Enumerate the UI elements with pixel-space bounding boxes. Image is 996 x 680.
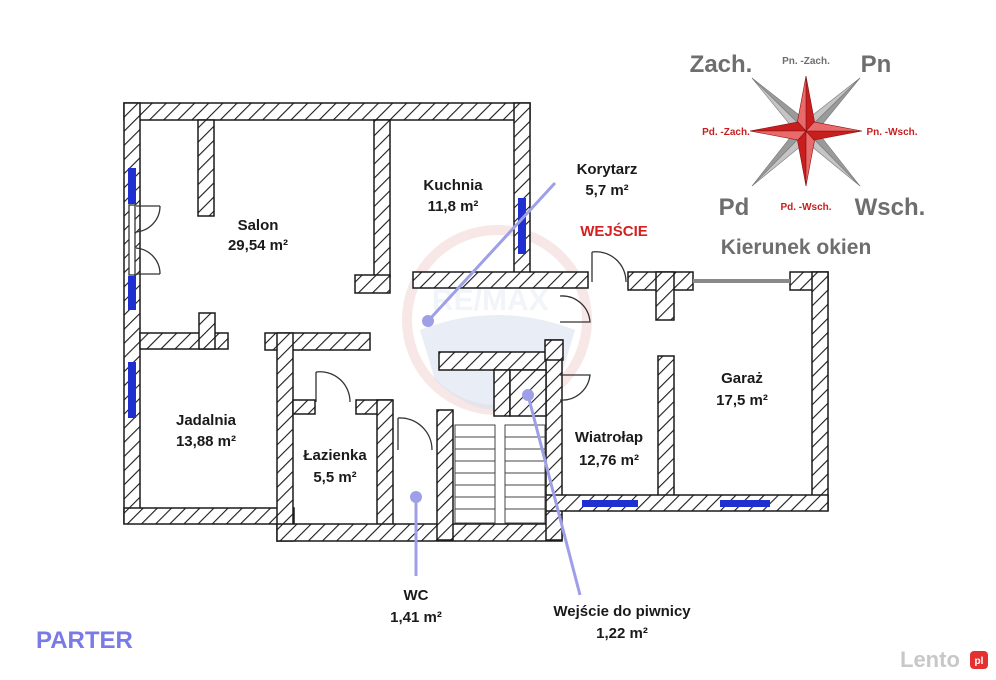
room-piwnica: Wejście do piwnicy 1,22 m²	[553, 603, 691, 642]
room-garaz: Garaż 17,5 m²	[716, 370, 768, 409]
window-jadalnia	[128, 362, 136, 418]
korytarz-name: Korytarz	[577, 161, 638, 178]
garaz-name: Garaż	[721, 370, 763, 387]
wc-area: 1,41 m²	[390, 609, 442, 626]
kuchnia-area: 11,8 m²	[428, 198, 479, 215]
lento-logo: Lento pl	[900, 647, 988, 672]
room-jadalnia: Jadalnia 13,88 m²	[176, 412, 237, 450]
doors	[128, 204, 627, 451]
compass-pd-zach: Pd. -Zach.	[702, 127, 750, 138]
wiatrolap-area: 12,76 m²	[579, 452, 639, 469]
compass-pd-wsch: Pd. -Wsch.	[780, 202, 831, 213]
lento-text: Lento	[900, 647, 960, 672]
jadalnia-area: 13,88 m²	[176, 433, 236, 450]
jadalnia-name: Jadalnia	[176, 412, 237, 429]
floor-label: PARTER	[36, 627, 133, 654]
compass-pd: Pd	[719, 194, 750, 221]
korytarz-area: 5,7 m²	[585, 182, 628, 199]
room-korytarz: Korytarz 5,7 m²	[577, 161, 638, 199]
entrance-label: WEJŚCIE	[580, 222, 648, 240]
watermark-text: RE/MAX	[432, 284, 549, 317]
windows	[128, 168, 770, 507]
room-wc: WC 1,41 m²	[390, 587, 442, 626]
lazienka-name: Łazienka	[303, 447, 367, 464]
lento-badge: pl	[975, 656, 984, 667]
window-salon-top	[128, 168, 136, 204]
garaz-area: 17,5 m²	[716, 392, 768, 409]
stairs	[454, 424, 546, 524]
compass-zach: Zach.	[690, 51, 753, 78]
room-lazienka: Łazienka 5,5 m²	[303, 447, 367, 486]
salon-area: 29,54 m²	[228, 237, 288, 254]
compass-rose: Zach. Pn Pd Wsch. Pn. -Zach. Pd. -Zach. …	[690, 51, 926, 259]
compass-pn-wsch: Pn. -Wsch.	[866, 127, 917, 138]
compass-wsch: Wsch.	[855, 194, 926, 221]
piwnica-name: Wejście do piwnicy	[553, 603, 691, 620]
lazienka-area: 5,5 m²	[313, 469, 356, 486]
window-wiatrolap	[582, 500, 638, 507]
room-wiatrolap: Wiatrołap 12,76 m²	[575, 429, 643, 469]
compass-pn-zach: Pn. -Zach.	[782, 56, 830, 67]
compass-caption: Kierunek okien	[721, 236, 872, 259]
kuchnia-name: Kuchnia	[423, 177, 483, 194]
window-garaz	[720, 500, 770, 507]
window-salon-bottom	[128, 276, 136, 310]
wc-name: WC	[404, 587, 429, 604]
pointer-lines	[410, 181, 582, 596]
compass-pn: Pn	[861, 51, 892, 78]
salon-name: Salon	[238, 217, 279, 234]
room-salon: Salon 29,54 m²	[228, 217, 288, 254]
wiatrolap-name: Wiatrołap	[575, 429, 643, 446]
room-kuchnia: Kuchnia 11,8 m²	[423, 177, 483, 215]
window-kuchnia	[518, 198, 526, 254]
piwnica-area: 1,22 m²	[596, 625, 648, 642]
